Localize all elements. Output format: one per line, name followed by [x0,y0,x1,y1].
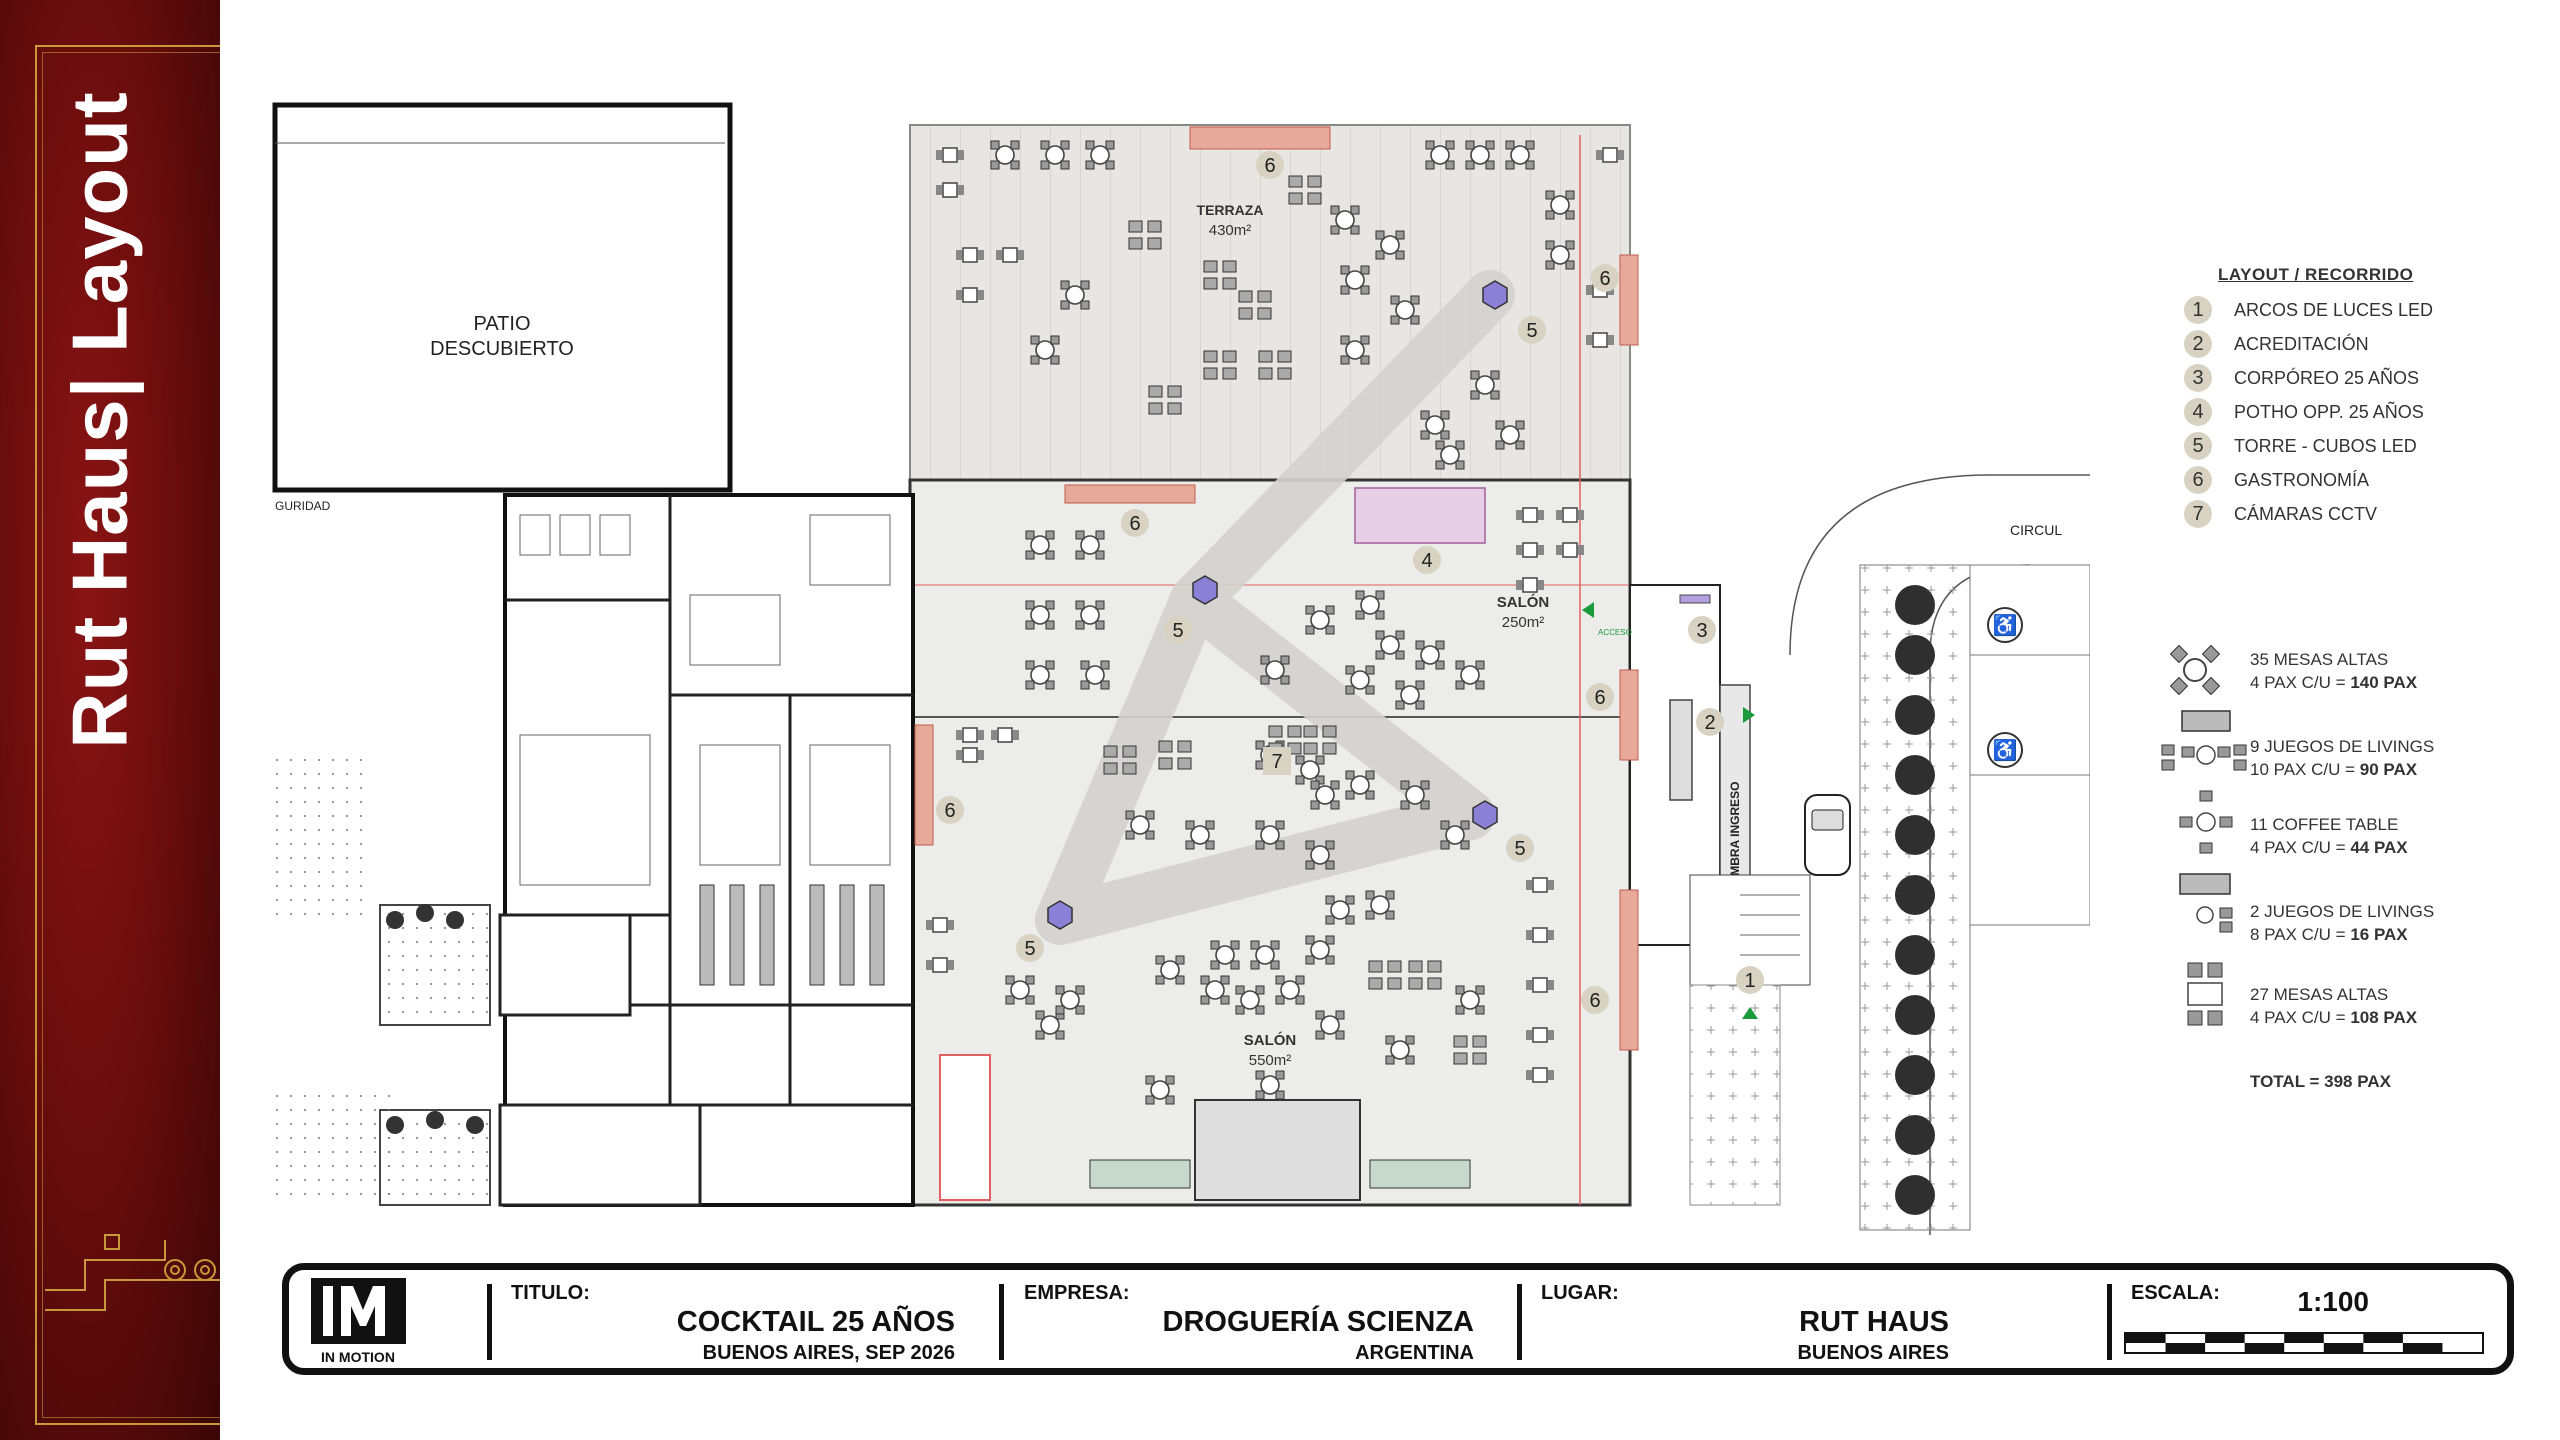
sidebar: Rut Haus| Layout [0,0,220,1440]
svg-text:6: 6 [1129,513,1140,535]
scale-bar [2124,1332,2484,1354]
terraza-area: 430m² [1209,222,1252,239]
svg-text:6: 6 [944,800,955,822]
svg-text:4: 4 [1421,550,1432,572]
empresa-value: DROGUERÍA SCIENZA [1162,1306,1475,1338]
svg-text:♿: ♿ [1993,738,2018,762]
marker-6-salon-left: 6 [936,796,964,824]
marker-2: 2 [1696,708,1724,736]
salon-small-area: 250m² [1502,614,1545,631]
svg-text:6: 6 [1589,990,1600,1012]
coffee-table-icon [2179,790,2233,854]
acceso-label: ACCESO [1598,628,1632,637]
accessible-parking-icon-2: ♿ [1987,732,2023,768]
marker-5-salon-left: 5 [1016,934,1044,962]
capacity-living-sets: 9 JUEGOS DE LIVINGS 10 PAX C/U = 90 PAX [2160,705,2560,785]
salon-small-name: SALÓN [1497,593,1550,611]
titulo-value: COCKTAIL 25 AÑOS [676,1306,955,1338]
marker-3: 3 [1688,616,1716,644]
svg-text:5: 5 [1514,838,1525,860]
circul-label: CIRCUL [2010,522,2062,538]
lugar-value: RUT HAUS [1799,1306,1949,1338]
marker-6-salon-top: 6 [1121,509,1149,537]
svg-text:1: 1 [1744,970,1755,992]
small-living-icon [2179,873,2233,933]
svg-text:2: 2 [1704,712,1715,734]
capacity-small-livings: 2 JUEGOS DE LIVINGS 8 PAX C/U = 16 PAX [2160,870,2560,950]
marker-5-salon-right: 5 [1506,834,1534,862]
car-icon [1804,794,1851,876]
in-motion-logo: IN MOTION [311,1278,406,1365]
marker-6-salon-bottom: 6 [1581,986,1609,1014]
lugar-label: LUGAR: [1541,1282,1619,1304]
capacity-high-tables: 35 MESAS ALTAS 4 PAX C/U = 140 PAX [2160,640,2560,700]
lugar-sub: BUENOS AIRES [1797,1342,1949,1364]
marker-5-terraza: 5 [1518,316,1546,344]
escala-value: 1:100 [2297,1286,2369,1317]
floor-plan: PATIO DESCUBIERTO TERRAZA 430m² [270,102,2090,1235]
empresa-label: EMPRESA: [1024,1282,1130,1304]
marker-7: 7 [1263,747,1291,775]
high-table-icon [2169,644,2221,696]
capacity-square-tables: 27 MESAS ALTAS 4 PAX C/U = 108 PAX [2160,955,2560,1035]
square-table-icon [2187,962,2223,1026]
marker-1: 1 [1736,966,1764,994]
gear-ornament-icon [45,1234,220,1311]
access-arrow-icons [1582,602,1758,1019]
svg-text:6: 6 [1594,687,1605,709]
svg-text:♿: ♿ [1993,613,2018,637]
svg-text:7: 7 [1271,751,1282,773]
svg-text:5: 5 [1024,938,1035,960]
svg-text:5: 5 [1172,620,1183,642]
escala-label: ESCALA: [2131,1282,2220,1304]
marker-6-terraza: 6 [1256,151,1284,179]
accessible-parking-icon: ♿ [1987,607,2023,643]
svg-text:6: 6 [1264,155,1275,177]
patio-label-1: PATIO [473,313,530,335]
seguridad-label: GURIDAD [275,499,331,513]
living-set-icon [2161,710,2247,771]
salon-large-name: SALÓN [1244,1031,1297,1049]
sidebar-inner-frame [42,52,220,1418]
capacity-coffee-tables: 11 COFFEE TABLE 4 PAX C/U = 44 PAX [2160,785,2560,865]
slide-title: Rut Haus| Layout [55,91,144,749]
total-pax: TOTAL = 398 PAX [2250,1072,2391,1091]
terraza-name: TERRAZA [1197,202,1264,218]
svg-text:5: 5 [1526,320,1537,342]
title-block: IN MOTION TITULO: COCKTAIL 25 AÑOS BUENO… [282,1263,2514,1375]
titulo-sub: BUENOS AIRES, SEP 2026 [702,1342,955,1364]
legend-title: LAYOUT / RECORRIDO [2218,265,2414,284]
salon-large-area: 550m² [1249,1052,1292,1069]
marker-4: 4 [1413,546,1441,574]
empresa-sub: ARGENTINA [1355,1342,1474,1364]
marker-6-terraza-right: 6 [1591,264,1619,292]
svg-text:6: 6 [1599,268,1610,290]
marker-6-salon-right: 6 [1586,683,1614,711]
titulo-label: TITULO: [511,1282,590,1304]
patio-label-2: DESCUBIERTO [430,338,574,360]
sidebar-frame [35,45,220,1425]
svg-text:3: 3 [1696,620,1707,642]
marker-5-salon-top: 5 [1164,616,1192,644]
svg-text:IN MOTION: IN MOTION [321,1349,395,1365]
